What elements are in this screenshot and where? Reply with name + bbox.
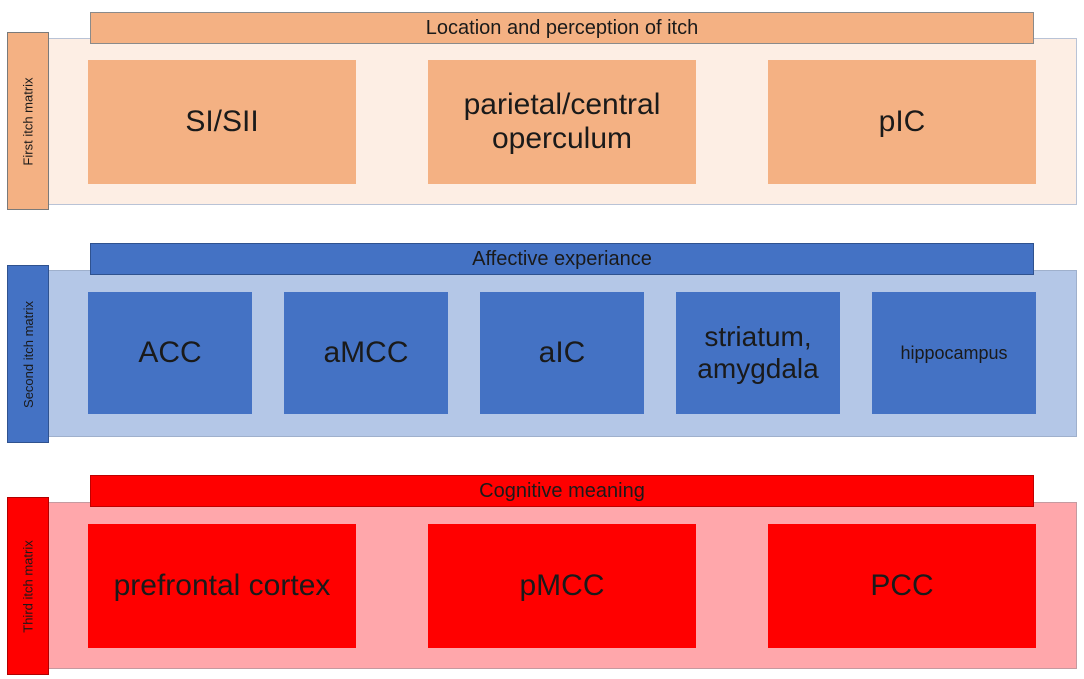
parietal-operculum-box: parietal/central operculum xyxy=(428,60,696,184)
amcc-box: aMCC xyxy=(284,292,448,414)
first-matrix-side-label-text: First itch matrix xyxy=(20,76,36,166)
first-matrix-side-label: First itch matrix xyxy=(7,32,49,210)
pcc-box: PCC xyxy=(768,524,1036,648)
pmcc-box: pMCC xyxy=(428,524,696,648)
second-matrix-side-label-text: Second itch matrix xyxy=(20,300,36,408)
hippocampus-box: hippocampus xyxy=(872,292,1036,414)
third-matrix-side-label-text: Third itch matrix xyxy=(20,539,36,633)
striatum-amygdala-box: striatum, amygdala xyxy=(676,292,840,414)
aic-box: aIC xyxy=(480,292,644,414)
second-matrix-header: Affective experiance xyxy=(90,243,1034,275)
acc-box: ACC xyxy=(88,292,252,414)
third-matrix-side-label: Third itch matrix xyxy=(7,497,49,675)
second-matrix-side-label: Second itch matrix xyxy=(7,265,49,443)
prefrontal-cortex-box: prefrontal cortex xyxy=(88,524,356,648)
first-matrix-header: Location and perception of itch xyxy=(90,12,1034,44)
third-matrix-header: Cognitive meaning xyxy=(90,475,1034,507)
si-sii-box: SI/SII xyxy=(88,60,356,184)
pic-box: pIC xyxy=(768,60,1036,184)
